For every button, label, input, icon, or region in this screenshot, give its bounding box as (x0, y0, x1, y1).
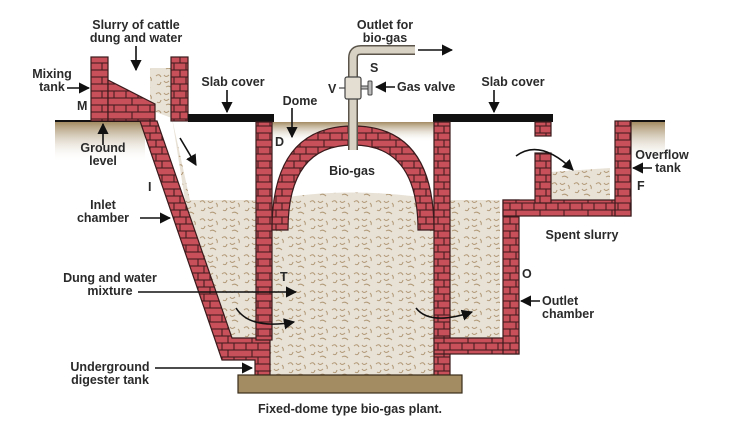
label-valve-v: V (328, 82, 337, 96)
svg-text:tank: tank (39, 80, 65, 94)
label-outlet-biogas: Outlet for bio-gas (357, 18, 413, 45)
diagram-caption: Fixed-dome type bio-gas plant. (258, 402, 442, 416)
svg-text:dung and water: dung and water (90, 31, 183, 45)
slab-cover-left (188, 114, 274, 122)
foundation-base (237, 374, 463, 394)
svg-text:Outlet: Outlet (542, 294, 579, 308)
label-dung-water-mixture: Dung and water mixture T (63, 270, 298, 298)
svg-text:F: F (637, 179, 645, 193)
label-outlet-letter: O (522, 267, 532, 281)
svg-text:Ground: Ground (80, 141, 125, 155)
slurry-fill (150, 68, 610, 375)
label-mixing-tank: Mixing tank M (32, 67, 91, 113)
label-bio-gas: Bio-gas (329, 164, 375, 178)
svg-text:Slab cover: Slab cover (201, 75, 264, 89)
svg-text:level: level (89, 154, 117, 168)
svg-text:Dung and water: Dung and water (63, 271, 157, 285)
label-underground-digester: Underground digester tank (70, 360, 254, 387)
outlet-chamber (433, 120, 632, 376)
inlet-flow-arrow (179, 137, 197, 166)
gas-outlet-pipe (348, 45, 415, 150)
overflow-flow-arrow (515, 148, 574, 171)
svg-text:T: T (280, 270, 288, 284)
mixing-tank (90, 56, 189, 122)
svg-text:Underground: Underground (70, 360, 149, 374)
digester-flow-arrow-right (415, 307, 474, 321)
label-overflow-tank: Overflow tank F (631, 148, 689, 193)
svg-text:D: D (275, 135, 284, 149)
slab-cover-right (433, 114, 553, 122)
svg-text:Gas valve: Gas valve (397, 80, 455, 94)
digester-flow-arrow-left (235, 307, 296, 330)
svg-text:Overflow: Overflow (635, 148, 689, 162)
label-slurry-input: Slurry of cattle dung and water (90, 18, 183, 72)
label-slab-cover-right: Slab cover (481, 75, 545, 114)
label-slab-cover-left: Slab cover (201, 75, 265, 114)
label-dome: Dome D (275, 94, 317, 149)
svg-text:M: M (77, 99, 87, 113)
svg-text:digester tank: digester tank (71, 373, 149, 387)
svg-text:mixture: mixture (87, 284, 132, 298)
label-inlet-letter: I (148, 180, 151, 194)
dome-structure (255, 121, 451, 341)
svg-text:tank: tank (655, 161, 681, 175)
label-ground-level: Ground level (80, 122, 126, 168)
label-gas-valve: Gas valve (374, 80, 455, 94)
svg-text:chamber: chamber (542, 307, 594, 321)
label-spent-slurry: Spent slurry (546, 228, 619, 242)
svg-text:chamber: chamber (77, 211, 129, 225)
svg-text:Mixing: Mixing (32, 67, 72, 81)
gas-valve[interactable] (339, 76, 373, 100)
svg-text:Slab cover: Slab cover (481, 75, 544, 89)
label-valve-s: S (370, 61, 378, 75)
svg-text:Slurry of cattle: Slurry of cattle (92, 18, 180, 32)
svg-text:Outlet for: Outlet for (357, 18, 413, 32)
svg-text:bio-gas: bio-gas (363, 31, 407, 45)
label-inlet-chamber: Inlet chamber (77, 198, 172, 225)
svg-text:Inlet: Inlet (90, 198, 117, 212)
svg-text:Dome: Dome (283, 94, 318, 108)
label-outlet-chamber: Outlet chamber (519, 294, 594, 321)
